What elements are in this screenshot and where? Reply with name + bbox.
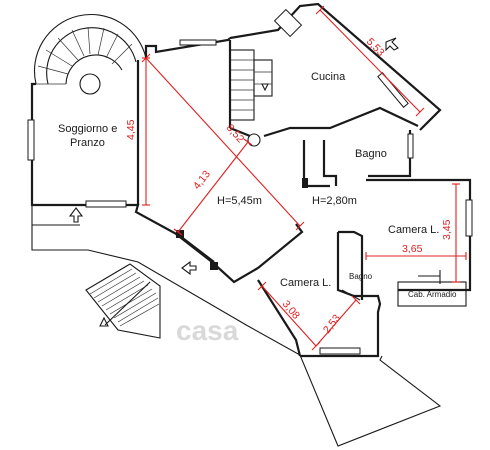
camera-bottom-walls (257, 232, 382, 358)
label-soggiorno-2: Pranzo (70, 137, 105, 149)
label-cucina: Cucina (311, 71, 346, 83)
dimension-lines (141, 5, 467, 351)
terrace-outline (31, 205, 442, 447)
dim-cucina: 5,53 (364, 36, 387, 59)
dim-living-diag: 8,52 (224, 122, 247, 145)
living-walls (27, 37, 231, 237)
label-height-living: H=5,45m (217, 195, 262, 207)
interior-stair (228, 40, 273, 147)
label-camera-bottom: Camera L. (280, 277, 331, 289)
label-cabina-armadio: Cab. Armadio (408, 290, 457, 299)
dim-camera-right-w: 3,65 (402, 243, 423, 255)
dim-camera-right-h: 3,45 (441, 219, 453, 240)
label-soggiorno-1: Soggiorno e (58, 123, 117, 135)
dim-living-width: 4,13 (191, 168, 213, 192)
dim-camera-bottom-b: 2,53 (321, 312, 343, 336)
spiral-stair (33, 13, 147, 95)
kitchen-walls (229, 2, 442, 138)
dim-living-vertical: 4,45 (125, 119, 137, 140)
label-bagno-small: Bagno (349, 272, 373, 281)
central-space-walls (175, 223, 304, 284)
watermark: casa (176, 315, 239, 346)
exterior-stair (85, 263, 161, 339)
label-camera-right: Camera L. (388, 224, 439, 236)
camera-right-walls (338, 178, 473, 307)
label-bagno-main: Bagno (355, 148, 387, 160)
label-height-rest: H=2,80m (312, 195, 357, 207)
bathroom-walls (302, 130, 414, 188)
